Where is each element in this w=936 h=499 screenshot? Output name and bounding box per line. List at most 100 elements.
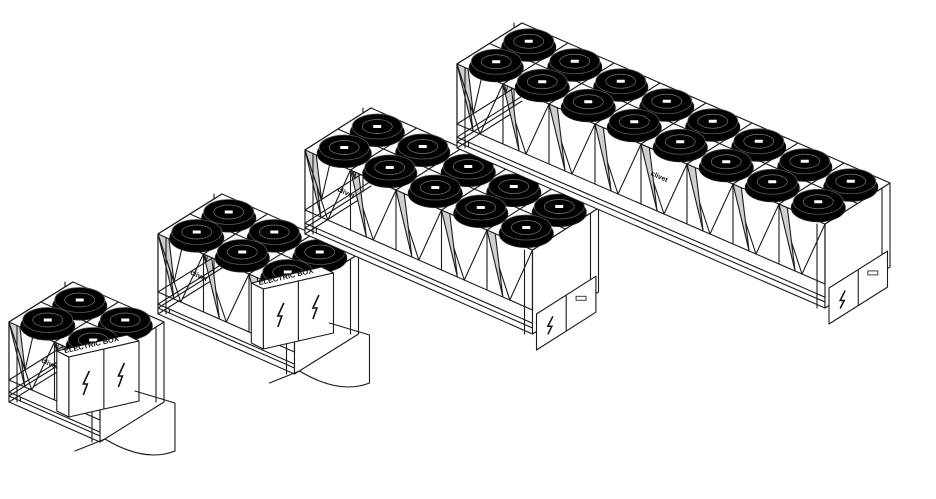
fan-ring [526, 74, 558, 90]
rail-low [304, 227, 534, 329]
base-rails [304, 107, 592, 335]
fan-hub [238, 250, 247, 254]
fan-ring [710, 154, 742, 170]
fan-ring [465, 200, 497, 215]
coil-bottom-end [8, 339, 74, 381]
fan [453, 194, 509, 228]
fan [606, 108, 662, 143]
fan-hub [570, 59, 579, 63]
rail [8, 391, 101, 433]
fan-hub [522, 226, 531, 229]
rail [157, 303, 296, 365]
fan-ring [304, 244, 336, 260]
coil-bottom [304, 209, 534, 311]
fan-hub [814, 200, 823, 204]
fans [20, 287, 153, 361]
fan-ring [605, 73, 637, 89]
fan [468, 48, 524, 83]
fan-ring [419, 180, 451, 195]
fan-hub [121, 318, 130, 322]
rail-end [456, 95, 523, 138]
fan-ring [510, 220, 542, 235]
fan-hub [75, 298, 84, 302]
fan-ring [789, 153, 821, 169]
lightning-icon [546, 315, 554, 335]
rail-end [304, 180, 372, 224]
lightning-icon [82, 370, 91, 396]
rail-low [8, 395, 101, 437]
rail-low [157, 307, 296, 369]
fan-hub [373, 125, 382, 128]
rail [304, 222, 534, 324]
fan-ring [226, 244, 258, 260]
fan [652, 128, 708, 163]
fan-hub [509, 185, 518, 188]
fan-ring [328, 140, 360, 155]
fan [731, 128, 787, 162]
fan-ring [213, 204, 245, 220]
fan-ring [452, 159, 484, 174]
unit-4: clivet [456, 22, 891, 325]
fan-hub [270, 230, 279, 234]
fan [790, 188, 846, 223]
fan-ring [480, 54, 512, 70]
fan-ring [543, 199, 575, 214]
fan-ring [109, 312, 141, 328]
fan-ring [618, 114, 650, 130]
base-rails [157, 193, 352, 375]
fan-hub [555, 205, 564, 208]
lightning-icon [311, 294, 320, 320]
fan-hub [754, 139, 763, 143]
fan-hub [464, 165, 473, 168]
lightning-icon [117, 362, 126, 388]
fan [362, 154, 418, 188]
fan [52, 287, 108, 321]
fan-ring [756, 174, 788, 190]
fan-hub [846, 179, 855, 183]
coil-bottom [456, 123, 826, 285]
fan-hub [538, 80, 547, 84]
electric-box: ELECTRIC BOX [250, 266, 371, 388]
fan-ring [664, 134, 696, 150]
fan-hub [43, 318, 52, 322]
fan-ring [743, 133, 775, 149]
fan [744, 168, 800, 203]
rail-end-low [456, 100, 523, 143]
electric-box: ELECTRIC BOX [56, 334, 176, 456]
fan-hub [431, 186, 440, 189]
fan-ring [258, 224, 290, 240]
fan [201, 199, 257, 233]
fan-hub [584, 100, 593, 104]
fan [593, 68, 649, 102]
fan-ring [802, 194, 834, 210]
fan [407, 174, 463, 208]
ebox-side [250, 282, 264, 350]
coil-bottom-end [157, 251, 223, 293]
fan [560, 88, 616, 123]
fan [349, 113, 405, 147]
rail-end-low [157, 267, 223, 309]
fan-hub [224, 210, 233, 214]
ebox-handle [575, 295, 587, 301]
fan-hub [283, 270, 292, 274]
fan-ring [32, 312, 64, 328]
fan-hub [616, 79, 625, 83]
rail-end [157, 263, 223, 305]
fan [20, 307, 76, 341]
fan-ring [697, 113, 729, 129]
fan-hub [676, 140, 685, 144]
fan-ring [835, 173, 867, 189]
ebox-handle [867, 270, 879, 276]
cable [74, 390, 176, 456]
fan-ring [513, 33, 545, 49]
fan-ring [64, 292, 96, 308]
fan-hub [192, 230, 201, 234]
fan [698, 148, 754, 183]
fan-ring [374, 160, 406, 175]
fan-hub [89, 338, 98, 342]
fan [214, 239, 270, 273]
fan-ring [651, 93, 683, 109]
coil-bottom-end [304, 167, 372, 211]
